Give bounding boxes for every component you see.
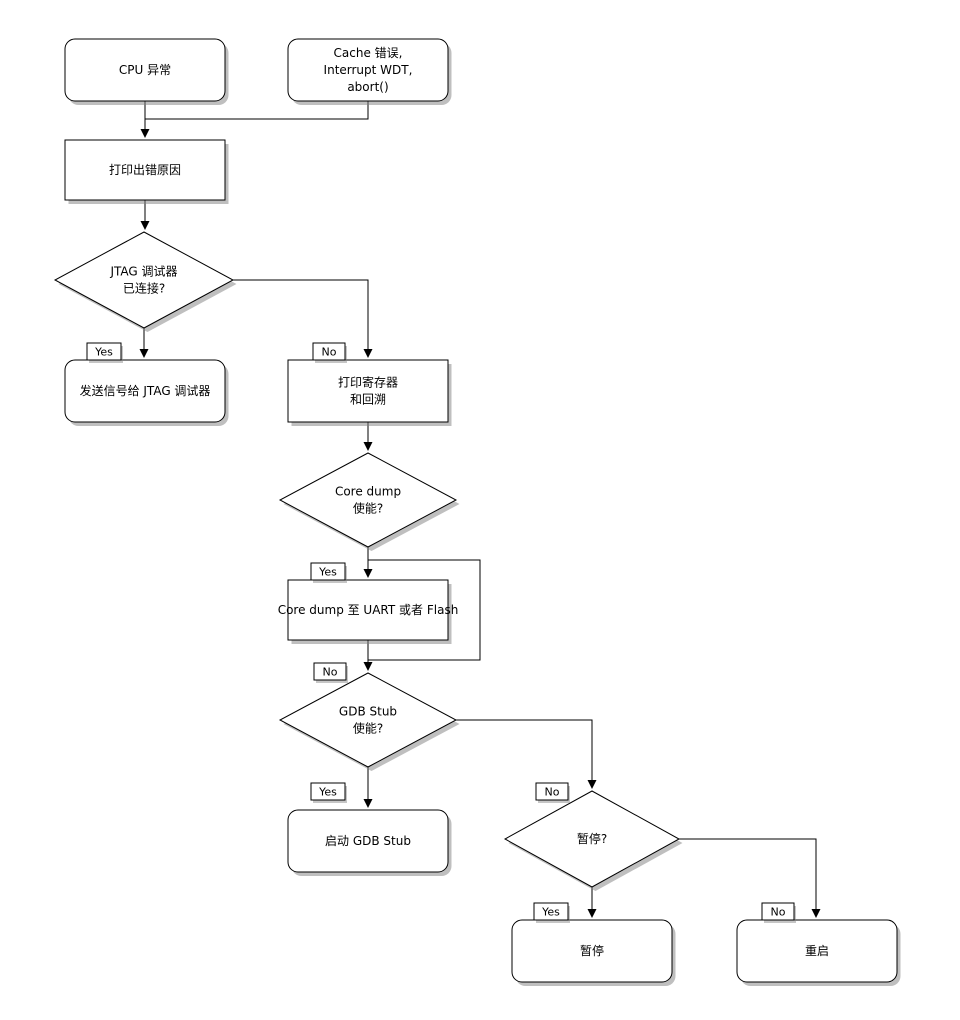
node-cache-error-wdt-abort: Cache 错误, Interrupt WDT, abort() — [287, 38, 452, 105]
node-shape-rect — [64, 139, 226, 201]
node-coredump-enabled-decision-text: 使能? — [353, 501, 383, 516]
node-shape-rounded — [287, 38, 449, 102]
node-gdbstub-enabled-decision-text: GDB Stub — [339, 705, 397, 719]
node-reboot: 重启 — [736, 919, 901, 986]
node-coredump-uart-flash-text: Core dump 至 UART 或者 Flash — [278, 603, 459, 617]
edge-jtag-no-branch — [233, 279, 373, 358]
node-shape-rect — [287, 579, 449, 641]
node-coredump-uart-flash: Core dump 至 UART 或者 Flash — [278, 579, 459, 644]
node-shape-diamond — [53, 231, 235, 329]
branch-label-gdbstub-no: No — [535, 782, 570, 803]
node-halt: 暂停 — [511, 919, 676, 986]
branch-label-coredump-no-text: No — [323, 666, 338, 679]
node-send-signal-jtag-text: 发送信号给 JTAG 调试器 — [80, 383, 211, 398]
branch-label-box — [533, 902, 569, 921]
node-shape-diamond — [278, 452, 458, 548]
branch-label-box — [313, 662, 347, 681]
branch-label-coredump-yes-text: Yes — [318, 566, 337, 579]
edge-halt-no-branch — [679, 838, 821, 918]
branch-label-box — [535, 782, 569, 801]
node-reboot-text: 重启 — [805, 944, 829, 958]
node-shape-diamond — [278, 672, 458, 768]
branch-label-halt-no-text: No — [771, 906, 786, 919]
node-shape-diamond — [503, 790, 681, 888]
node-jtag-connected-decision-text: JTAG 调试器 — [109, 264, 177, 279]
node-coredump-enabled-decision-text: Core dump — [335, 485, 401, 499]
node-start-gdbstub-text: 启动 GDB Stub — [325, 834, 411, 848]
branch-label-gdbstub-no-text: No — [545, 786, 560, 799]
node-cache-error-wdt-abort-text: Interrupt WDT, — [324, 63, 413, 77]
node-print-registers-backtrace-text: 和回溯 — [350, 392, 386, 407]
node-gdbstub-enabled-decision: GDB Stub 使能? — [278, 672, 460, 771]
node-print-error-reason-text: 打印出错原因 — [109, 163, 181, 177]
branch-label-box — [310, 782, 346, 801]
branch-label-halt-yes: Yes — [533, 902, 570, 923]
branch-label-box — [761, 902, 795, 921]
node-cpu-exception-text: CPU 异常 — [119, 63, 171, 77]
branch-label-box — [310, 562, 346, 581]
node-cpu-exception: CPU 异常 — [64, 38, 229, 105]
node-coredump-enabled-decision: Core dump 使能? — [278, 452, 460, 551]
branch-label-coredump-yes: Yes — [310, 562, 347, 583]
node-shape-rect — [287, 359, 449, 423]
branch-label-halt-yes-text: Yes — [541, 906, 560, 919]
branch-label-coredump-no: No — [313, 662, 348, 683]
node-shape-rounded — [64, 359, 226, 423]
node-print-error-reason: 打印出错原因 — [64, 139, 229, 204]
node-jtag-connected-decision-text: 已连接? — [123, 281, 165, 296]
branch-label-gdbstub-yes-text: Yes — [318, 786, 337, 799]
node-start-gdbstub: 启动 GDB Stub — [287, 809, 452, 876]
branch-label-halt-no: No — [761, 902, 796, 923]
branch-label-box — [86, 342, 122, 361]
node-halt-decision: 暂停? — [503, 790, 683, 891]
edge-cache-join-line — [145, 101, 369, 120]
branch-label-jtag-no: No — [312, 342, 347, 363]
node-shape-rounded — [511, 919, 673, 983]
node-send-signal-jtag: 发送信号给 JTAG 调试器 — [64, 359, 229, 426]
node-cache-error-wdt-abort-text: Cache 错误, — [334, 46, 403, 60]
edge-gdbstub-no-branch — [456, 719, 597, 789]
branch-label-jtag-no-text: No — [322, 346, 337, 359]
branch-label-box — [312, 342, 346, 361]
branch-label-gdbstub-yes: Yes — [310, 782, 347, 803]
node-gdbstub-enabled-decision-text: 使能? — [353, 721, 383, 736]
node-halt-decision-text: 暂停? — [577, 831, 607, 846]
node-cache-error-wdt-abort-text: abort() — [347, 80, 388, 94]
node-shape-rounded — [287, 809, 449, 873]
node-shape-rounded — [736, 919, 898, 983]
branch-label-jtag-yes: Yes — [86, 342, 123, 363]
node-print-registers-backtrace-text: 打印寄存器 — [338, 375, 398, 390]
edge-coredump-no-bypass — [368, 559, 481, 661]
node-shape-rounded — [64, 38, 226, 102]
node-halt-text: 暂停 — [580, 943, 604, 958]
branch-label-jtag-yes-text: Yes — [94, 346, 113, 359]
